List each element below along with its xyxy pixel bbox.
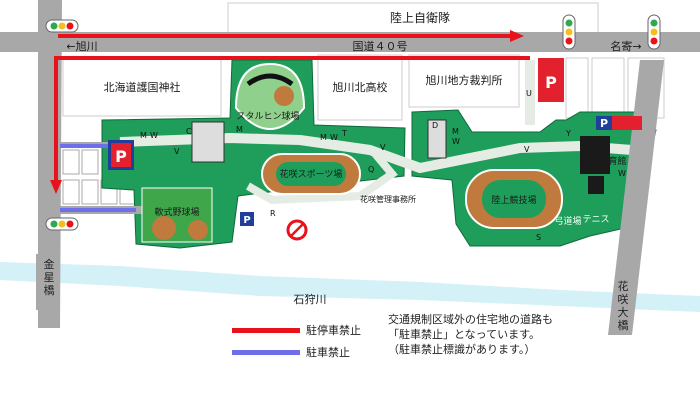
label-archery: 弓道場	[554, 215, 581, 227]
svg-text:C: C	[186, 127, 192, 136]
parking-west: P	[108, 140, 134, 170]
inner-path-main	[119, 133, 633, 173]
svg-text:P: P	[600, 117, 608, 130]
label-pool-office: 花咲管理事務所	[360, 194, 416, 204]
svg-text:P: P	[115, 147, 127, 166]
court-block	[408, 54, 520, 108]
label-kinsei-bridge: 金星橋	[43, 258, 55, 297]
svg-text:W: W	[618, 169, 626, 178]
svg-text:S: S	[536, 233, 541, 242]
label-court: 旭川地方裁判所	[426, 73, 503, 87]
label-national-road: 国道４０号	[353, 39, 408, 53]
label-stadium: スタルヒン球場	[236, 110, 299, 122]
legend-red-row: 駐停車禁止	[232, 322, 392, 338]
label-athletics-field: 陸上競技場	[491, 194, 536, 206]
label-jsdf: 陸上自衛隊	[390, 10, 450, 25]
svg-text:U: U	[526, 89, 532, 98]
inner-path-loop	[245, 147, 398, 205]
label-tennis: テニス	[582, 214, 609, 225]
east-road	[608, 60, 664, 335]
label-to-asahikawa: ←旭川	[66, 39, 97, 53]
label-river: 石狩川	[294, 292, 327, 306]
note-line-3: （駐車禁止標識があります。）	[388, 343, 536, 356]
legend: 駐停車禁止 駐車禁止	[232, 320, 392, 360]
gym-annex	[588, 176, 604, 194]
svg-text:V: V	[524, 145, 530, 154]
parking-north: P	[538, 58, 564, 102]
label-speed-rink: 花咲スポーツ場	[280, 168, 343, 180]
softball-ground	[141, 187, 213, 243]
svg-text:M: M	[236, 125, 243, 134]
parking-west-2: P	[240, 212, 254, 226]
office-building	[191, 121, 225, 163]
no-entry-sign-icon	[286, 219, 308, 241]
facility-letters: M M M M W W W W T C V V V U Y D Q R S	[140, 89, 626, 242]
starffin-stadium	[234, 62, 306, 130]
traffic-light-north-1	[562, 14, 576, 50]
svg-text:V: V	[174, 147, 180, 156]
label-to-nayoro: 名寄→	[610, 39, 641, 53]
parking-east: P	[596, 116, 642, 130]
kinsei-bridge-marker	[36, 254, 60, 310]
svg-text:T: T	[341, 129, 347, 138]
note-line-2: 「駐車禁止」となっています。	[388, 328, 541, 341]
legend-blue-row: 駐車禁止	[232, 344, 392, 360]
legend-blue-line	[232, 350, 300, 355]
svg-text:R: R	[270, 209, 276, 218]
svg-text:D: D	[432, 121, 438, 130]
svg-text:M: M	[320, 133, 327, 142]
note-line-1: 交通規制区域外の住宅地の道路も	[388, 313, 553, 326]
svg-text:M: M	[140, 131, 147, 140]
gymnasium-building	[580, 136, 610, 174]
svg-text:V: V	[380, 143, 386, 152]
no-stopping-arrowhead-south	[50, 180, 62, 194]
court-building-d	[427, 119, 447, 159]
label-baseball-ground: 軟式野球場	[154, 206, 199, 218]
athletics-field	[465, 169, 563, 229]
svg-text:W: W	[330, 133, 338, 142]
svg-text:W: W	[452, 137, 460, 146]
label-shrine: 北海道護国神社	[104, 80, 181, 94]
svg-text:Q: Q	[368, 165, 374, 174]
label-hanasaki-bridge: 花咲大橋	[617, 280, 629, 332]
svg-text:M: M	[452, 127, 459, 136]
legend-red-label: 駐停車禁止	[306, 324, 361, 337]
ishikari-river	[0, 262, 700, 312]
hanasaki-sports-oval	[261, 153, 361, 195]
legend-blue-label: 駐車禁止	[306, 346, 350, 359]
svg-text:W: W	[150, 131, 158, 140]
no-stopping-arrowhead-east	[510, 30, 524, 42]
east-block-1	[565, 57, 589, 119]
label-gymnasium: 総合体育館	[581, 155, 626, 167]
north-high-block	[317, 54, 403, 121]
svg-text:P: P	[545, 73, 557, 92]
shrine-block	[62, 57, 222, 117]
legend-red-line	[232, 328, 300, 333]
label-north-high: 旭川北高校	[333, 80, 388, 94]
regulation-note: 交通規制区域外の住宅地の道路も 「駐車禁止」となっています。 （駐車禁止標識があ…	[388, 312, 618, 357]
no-stopping-road-south	[54, 56, 530, 185]
svg-text:P: P	[243, 215, 250, 226]
traffic-light-nw	[45, 19, 79, 33]
traffic-light-north-2	[647, 14, 661, 50]
svg-text:Y: Y	[565, 129, 571, 138]
east-block-2	[591, 57, 625, 119]
traffic-light-west	[45, 217, 79, 231]
